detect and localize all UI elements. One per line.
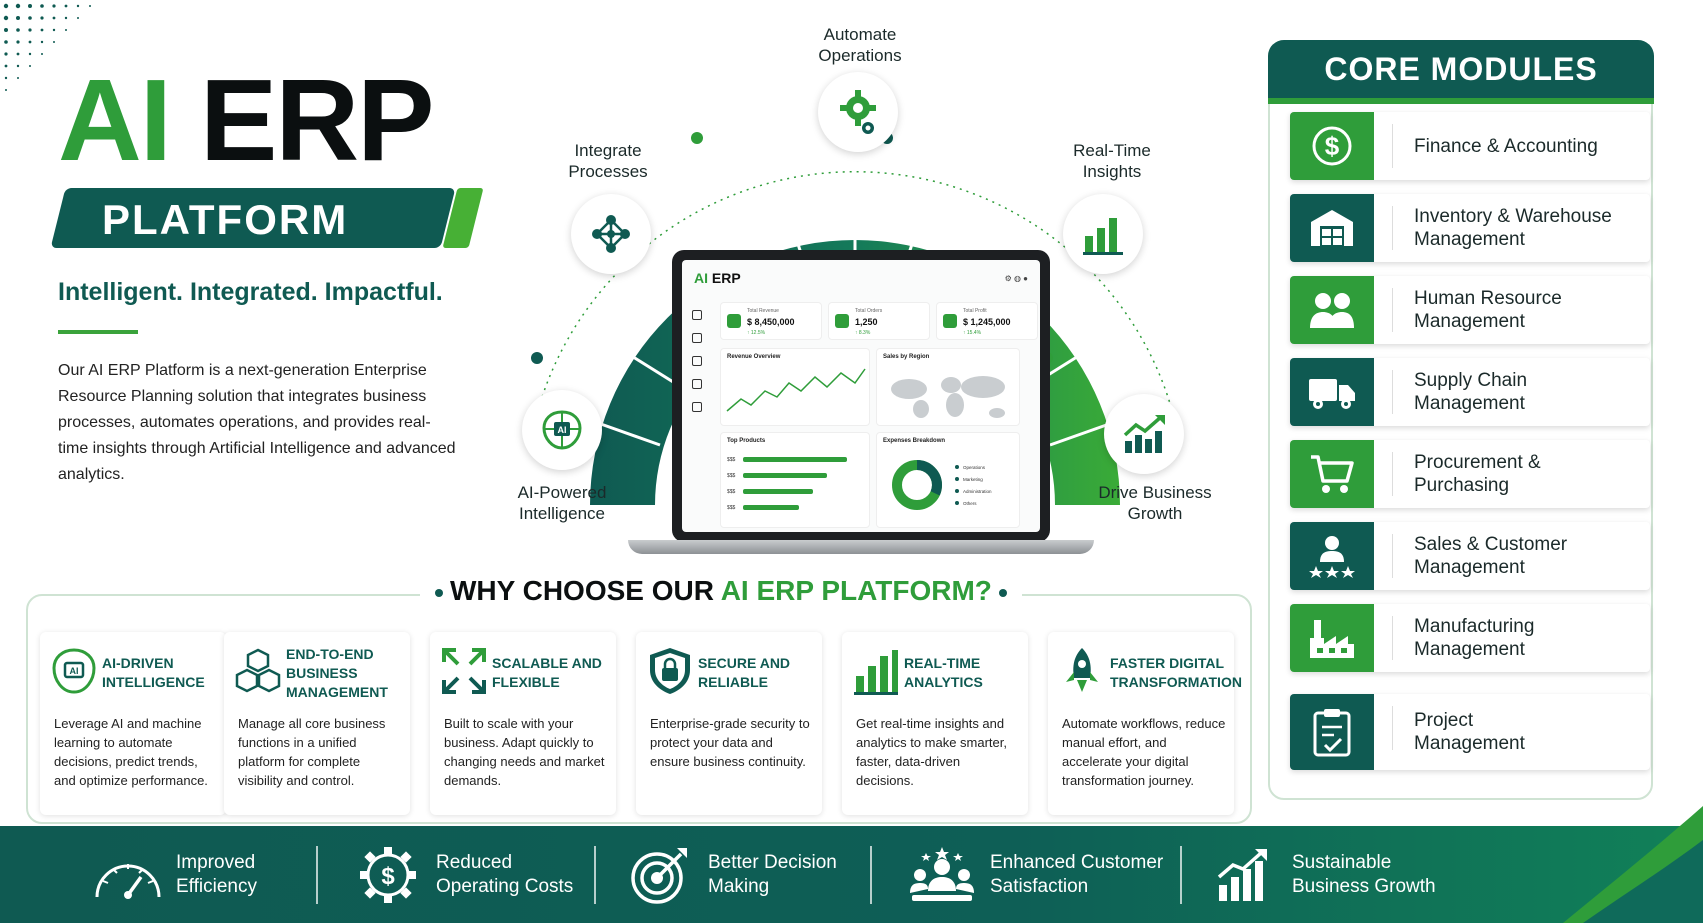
module-sales[interactable]: Sales & Customer Management bbox=[1290, 522, 1650, 590]
dollar-icon: $ bbox=[1312, 126, 1352, 166]
tagline: Intelligent. Integrated. Impactful. bbox=[58, 278, 443, 306]
svg-text:AI: AI bbox=[70, 666, 79, 676]
customer-rating-icon bbox=[1309, 536, 1355, 578]
svg-text:Administration: Administration bbox=[963, 489, 992, 494]
footer-item-growth: Sustainable Business Growth bbox=[1204, 842, 1436, 908]
node-insights bbox=[1063, 194, 1143, 274]
module-hr[interactable]: Human Resource Management bbox=[1290, 276, 1650, 344]
decorative-dot-pattern bbox=[3, 3, 91, 91]
svg-text:$: $ bbox=[381, 863, 395, 890]
hero-title-erp: ERP bbox=[200, 55, 435, 185]
why-card-end-to-end: END-TO-END BUSINESS MANAGEMENT Manage al… bbox=[224, 632, 410, 815]
network-icon bbox=[592, 215, 630, 253]
kpi-card-orders: Total Orders 1,250 ↑ 8.3% bbox=[828, 302, 930, 340]
core-modules-panel: CORE MODULES $ Finance & Accounting Inve… bbox=[1268, 40, 1654, 800]
module-project[interactable]: Project Management bbox=[1290, 694, 1650, 770]
tagline-divider bbox=[58, 330, 138, 334]
target-icon bbox=[631, 848, 687, 904]
intro-paragraph: Our AI ERP Platform is a next-generation… bbox=[58, 362, 456, 483]
node-growth bbox=[1104, 394, 1184, 474]
ai-brain-icon: AI bbox=[542, 410, 582, 450]
dashboard-header-icons: ⚙ ◍ ● bbox=[1004, 274, 1028, 283]
why-card-secure: SECURE AND RELIABLE Enterprise-grade sec… bbox=[636, 632, 822, 815]
why-card-digital: FASTER DIGITAL TRANSFORMATION Automate w… bbox=[1048, 632, 1242, 815]
node-label-ai: AI-Powered Intelligence bbox=[517, 483, 607, 523]
platform-banner: PLATFORM bbox=[50, 188, 484, 248]
svg-text:$$$: $$$ bbox=[727, 457, 736, 463]
gear-icon bbox=[840, 90, 876, 134]
panel-sales-by-region: Sales by Region bbox=[876, 348, 1020, 426]
dashboard-logo: AI ERP bbox=[694, 270, 741, 286]
cart-icon bbox=[1311, 455, 1354, 493]
module-inventory[interactable]: Inventory & Warehouse Management bbox=[1290, 194, 1650, 262]
why-card-analytics: REAL-TIME ANALYTICS Get real-time insigh… bbox=[842, 632, 1028, 815]
svg-text:AI: AI bbox=[558, 425, 567, 435]
expand-arrows-icon bbox=[442, 648, 486, 694]
truck-icon bbox=[1309, 379, 1355, 409]
rocket-icon bbox=[1066, 648, 1098, 692]
svg-text:$$$: $$$ bbox=[727, 489, 736, 495]
node-label-insights: Real-Time Insights bbox=[1073, 141, 1151, 181]
growth-bars-icon bbox=[1217, 849, 1267, 901]
kpi-card-profit: Total Profit $ 1,245,000 ↑ 15.4% bbox=[936, 302, 1038, 340]
module-procurement[interactable]: Procurement & Purchasing bbox=[1290, 440, 1650, 508]
people-icon bbox=[1310, 293, 1354, 328]
ai-brain-icon: AI bbox=[52, 648, 96, 694]
svg-text:Marketing: Marketing bbox=[963, 477, 983, 482]
warehouse-icon bbox=[1311, 210, 1353, 246]
svg-text:$: $ bbox=[1325, 131, 1340, 161]
node-integrate bbox=[571, 194, 651, 274]
node-label-automate: Automate Operations bbox=[818, 25, 902, 65]
panel-revenue-overview: Revenue Overview bbox=[720, 348, 870, 426]
node-label-integrate: Integrate Processes bbox=[568, 141, 648, 181]
svg-text:Others: Others bbox=[963, 501, 977, 506]
cubes-icon bbox=[235, 648, 281, 693]
clipboard-icon bbox=[1313, 709, 1351, 757]
why-card-scalable: SCALABLE AND FLEXIBLE Built to scale wit… bbox=[430, 632, 616, 815]
module-manufacturing[interactable]: Manufacturing Management bbox=[1290, 604, 1650, 672]
platform-label: PLATFORM bbox=[102, 196, 349, 243]
kpi-card-revenue: Total Revenue $ 8,450,000 ↑ 12.5% bbox=[720, 302, 822, 340]
hero-title-ai: AI bbox=[58, 55, 172, 185]
why-choose-title: WHY CHOOSE OUR AI ERP PLATFORM? bbox=[420, 575, 1022, 607]
svg-text:Operations: Operations bbox=[963, 465, 986, 470]
shield-lock-icon bbox=[650, 648, 690, 694]
growth-chart-icon bbox=[1123, 415, 1165, 453]
benefits-footer: Improved Efficiency $ Reduced Operating … bbox=[0, 826, 1703, 923]
factory-icon bbox=[1310, 620, 1354, 658]
svg-text:$$$: $$$ bbox=[727, 505, 736, 511]
node-label-growth: Drive Business Growth bbox=[1098, 483, 1212, 523]
dashboard-sidebar bbox=[692, 310, 706, 425]
footer-item-costs: $ Reduced Operating Costs bbox=[348, 842, 573, 908]
footer-item-decision: Better Decision Making bbox=[620, 842, 837, 908]
laptop-dashboard-mockup: AI ERP ⚙ ◍ ● Total Revenue $ 8,450,000 ↑… bbox=[628, 250, 1094, 554]
node-automate bbox=[818, 72, 898, 152]
module-supply-chain[interactable]: Supply Chain Management bbox=[1290, 358, 1650, 426]
svg-text:$$$: $$$ bbox=[727, 473, 736, 479]
module-finance[interactable]: $ Finance & Accounting bbox=[1290, 112, 1650, 180]
why-card-ai-driven: AI AI-DRIVEN INTELLIGENCE Leverage AI an… bbox=[40, 632, 226, 815]
panel-top-products: Top Products $$$$$$$$$$$$ bbox=[720, 432, 870, 528]
customer-stars-icon bbox=[910, 847, 974, 901]
core-modules-title: CORE MODULES bbox=[1268, 40, 1654, 104]
footer-item-customer: Enhanced Customer Satisfaction bbox=[902, 842, 1163, 908]
footer-item-efficiency: Improved Efficiency bbox=[88, 842, 257, 908]
bar-chart-icon bbox=[1083, 218, 1123, 255]
dollar-gear-icon: $ bbox=[360, 847, 416, 903]
node-ai: AI bbox=[522, 390, 602, 470]
footer-decorative-wave bbox=[1563, 806, 1703, 923]
bar-chart-icon bbox=[854, 650, 898, 695]
speedometer-icon bbox=[95, 864, 161, 899]
